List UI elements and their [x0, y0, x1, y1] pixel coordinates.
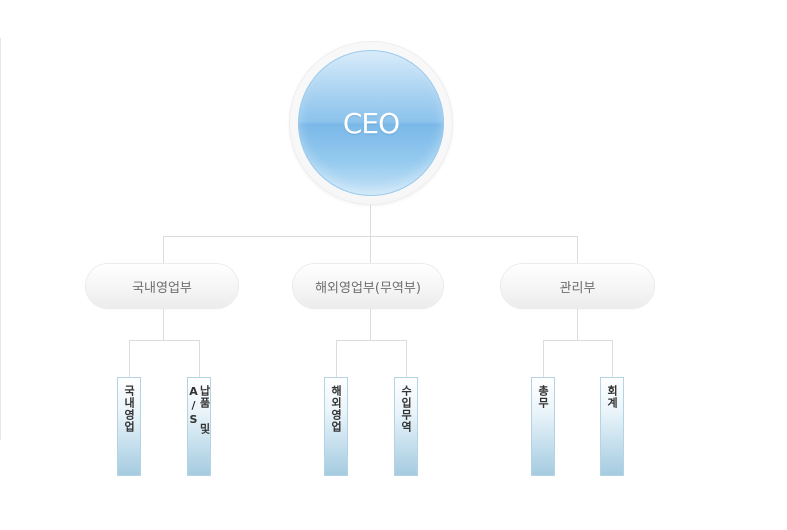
left-divider [0, 38, 1, 440]
team-label: 회계 [605, 385, 619, 409]
dept-label: 국내영업부 [132, 280, 192, 296]
team-import-trade: 수입무역 [394, 377, 418, 476]
dept-domestic-sales: 국내영업부 [86, 264, 238, 308]
team-label: 국내영업 [122, 385, 136, 433]
dept-label: 해외영업부(무역부) [315, 280, 421, 296]
dept-label: 관리부 [559, 280, 596, 296]
team-domestic-sales: 국내영업 [117, 377, 141, 476]
team-label: 수입무역 [399, 385, 413, 433]
team-label: 해외영업 [329, 385, 343, 433]
ceo-label: CEO [342, 106, 400, 140]
team-accounting: 회계 [600, 377, 624, 476]
team-delivery-as: 납품 및 A/S [187, 377, 211, 476]
team-label: 총무 [536, 385, 550, 409]
dept-management: 관리부 [501, 264, 654, 308]
team-general-affairs: 총무 [531, 377, 555, 476]
team-overseas-sales: 해외영업 [324, 377, 348, 476]
team-label: 납품 및 A/S [187, 385, 211, 435]
ceo-node: CEO [298, 50, 444, 196]
dept-overseas-sales: 해외영업부(무역부) [293, 264, 443, 308]
